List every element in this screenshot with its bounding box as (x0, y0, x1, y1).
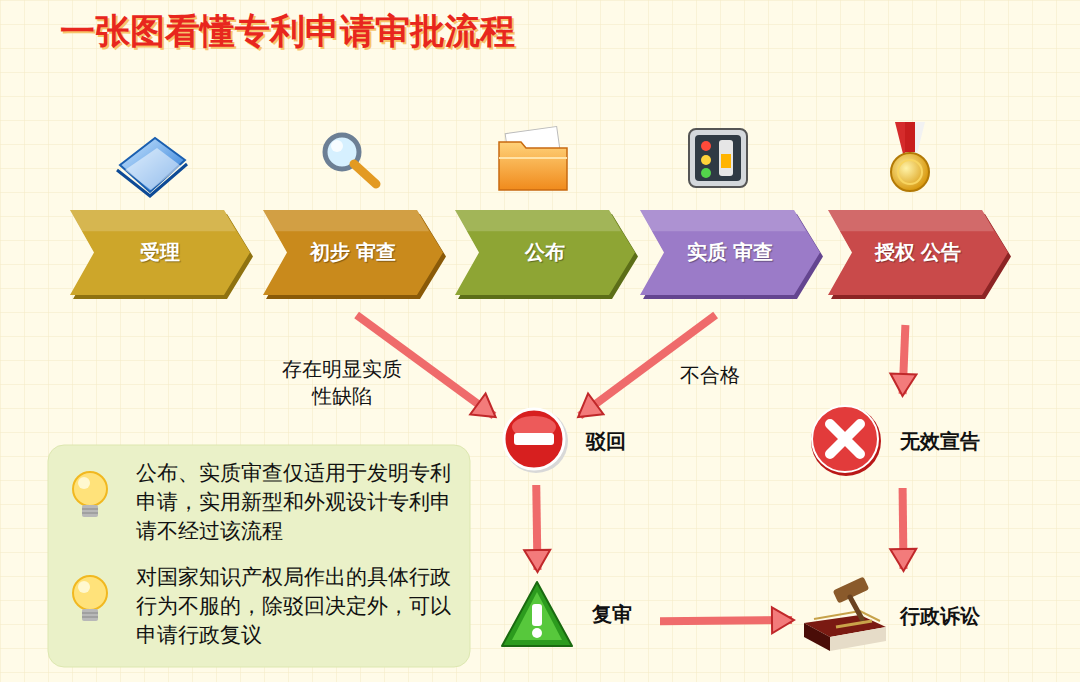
edge-label: 存在明显实质性缺陷 (282, 356, 402, 410)
medal-icon (891, 122, 929, 191)
chevron-body (640, 210, 820, 295)
status-icon (811, 406, 881, 476)
process-chevron: 受理 (70, 210, 250, 295)
chevron-body (455, 210, 635, 295)
diagram-title: 一张图看懂专利申请审批流程 (60, 8, 515, 55)
flow-arrow (660, 620, 792, 621)
step-label: 实质 审查 (662, 210, 798, 295)
flow-arrow (899, 488, 908, 569)
step-label: 初步 审查 (285, 210, 421, 295)
chevron-body (828, 210, 1008, 295)
status-icon (502, 582, 572, 646)
status-node: 行政诉讼 (800, 575, 1030, 657)
step-label: 受理 (92, 210, 228, 295)
chevron-shine (640, 210, 806, 231)
chevron-body (70, 210, 250, 295)
note-panel: 公布、实质审查仅适用于发明专利申请，实用新型和外观设计专利申请不经过该流程对国家… (48, 445, 470, 667)
step-label: 公布 (477, 210, 613, 295)
chevron-body (263, 210, 443, 295)
chevron-shine (828, 210, 994, 231)
process-chevron: 初步 审查 (263, 210, 443, 295)
status-label: 行政诉讼 (900, 575, 980, 657)
magnifier-icon (325, 135, 376, 184)
process-chevron: 实质 审查 (640, 210, 820, 295)
process-chevron: 授权 公告 (828, 210, 1008, 295)
note-text: 公布、实质审查仅适用于发明专利申请，实用新型和外观设计专利申请不经过该流程 (136, 459, 456, 546)
status-label: 复审 (592, 578, 632, 650)
note-text: 对国家知识产权局作出的具体行政行为不服的，除驳回决定外，可以申请行政复议 (136, 563, 456, 650)
bulb-icon (73, 576, 107, 621)
panel-icon (689, 129, 747, 187)
process-chevron: 公布 (455, 210, 635, 295)
flow-arrow (536, 485, 537, 570)
status-node: 驳回 (500, 405, 645, 477)
bulb-icon (73, 472, 107, 517)
panel-box (48, 445, 470, 667)
flow-arrow (903, 325, 906, 394)
status-node: 无效宣告 (808, 402, 1028, 480)
status-label: 无效宣告 (900, 402, 980, 480)
status-node: 复审 (500, 578, 650, 650)
status-label: 驳回 (586, 405, 626, 477)
status-icon (804, 576, 886, 651)
chevron-shine (455, 210, 621, 231)
edge-label: 不合格 (670, 362, 750, 389)
step-label: 授权 公告 (850, 210, 986, 295)
chevron-shine (263, 210, 429, 231)
chevron-shine (70, 210, 236, 231)
file-icon (117, 138, 187, 196)
folder-icon (499, 127, 567, 190)
status-icon (504, 409, 568, 473)
